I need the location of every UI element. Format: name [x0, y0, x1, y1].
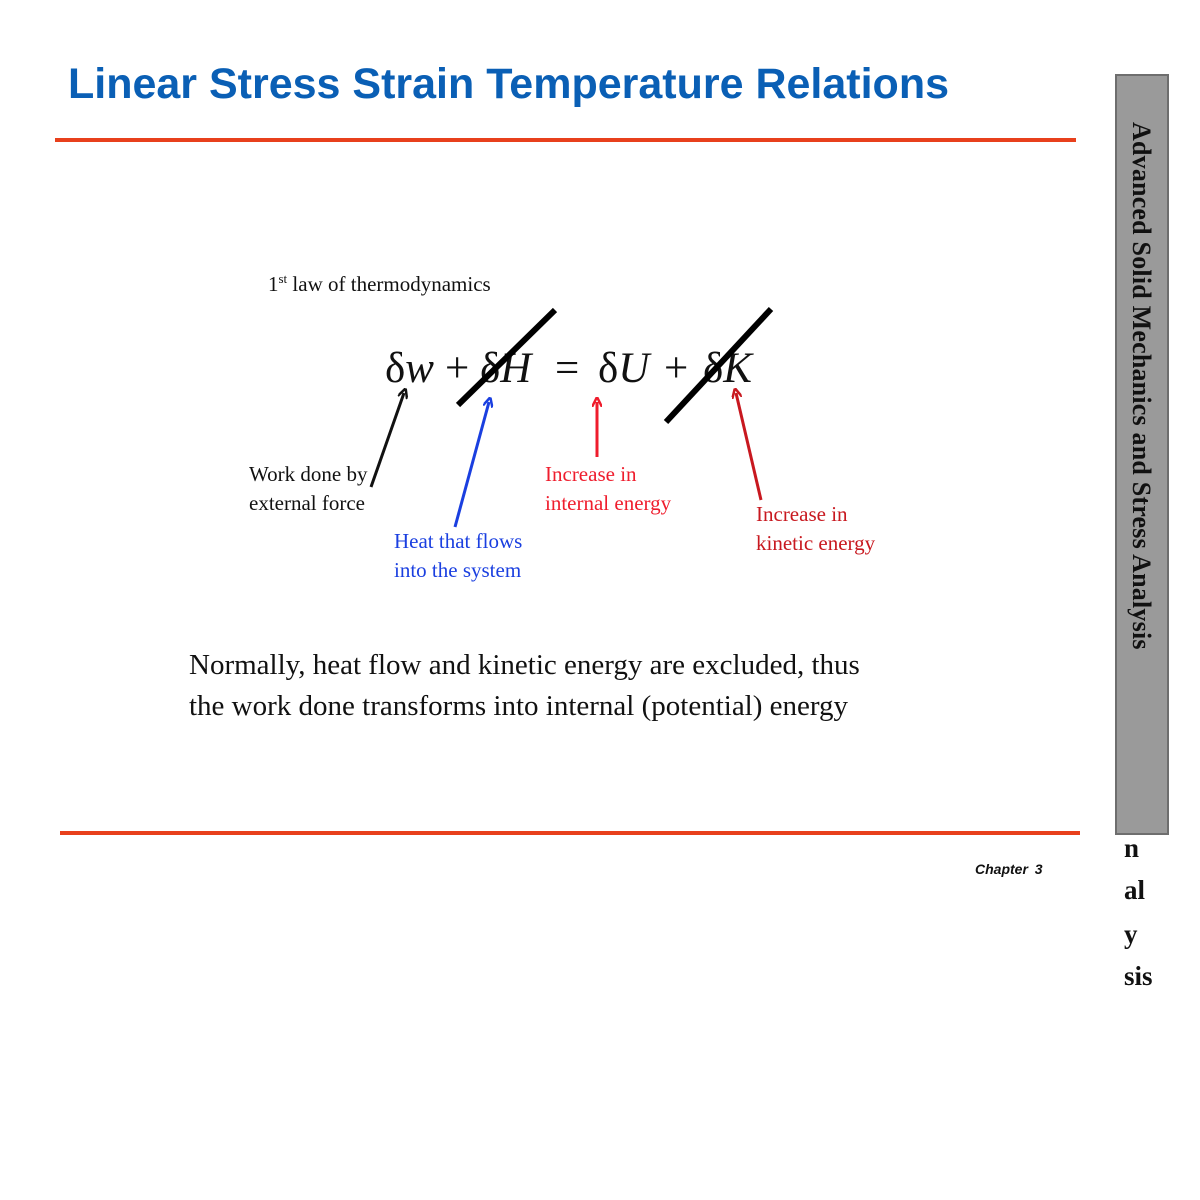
- law-caption-text: law of thermodynamics: [287, 272, 491, 296]
- course-title-vertical: Advanced Solid Mechanics and Stress Anal…: [1127, 122, 1156, 650]
- equation-delta-u: δU: [598, 345, 650, 392]
- law-caption: 1st law of thermodynamics: [268, 270, 491, 298]
- equation-equals: =: [555, 345, 580, 392]
- chapter-label: Chapter 3: [975, 861, 1043, 877]
- arrow-kinetic: [736, 393, 763, 501]
- sidebar-overflow-line-2: al: [1124, 875, 1146, 905]
- law-caption-number: 1: [268, 272, 279, 296]
- label-work-done: Work done by external force: [249, 462, 368, 515]
- strike-heat-term: [455, 307, 558, 408]
- footer-divider: [60, 831, 1080, 835]
- sidebar-overflow-line-3: y: [1124, 919, 1138, 949]
- equation-delta-w: δw: [385, 345, 434, 392]
- strike-kinetic-term: [663, 306, 774, 425]
- law-caption-ordinal: st: [278, 271, 288, 286]
- course-sidebar: [1115, 74, 1169, 835]
- arrow-work: [369, 393, 404, 488]
- equation-delta-h: δH: [480, 345, 532, 392]
- slide-title: Linear Stress Strain Temperature Relatio…: [68, 60, 949, 108]
- title-divider: [55, 138, 1076, 142]
- sidebar-overflow-line-4: sis: [1124, 961, 1153, 991]
- label-internal-energy: Increase in internal energy: [545, 462, 672, 515]
- arrow-heat: [453, 402, 489, 528]
- equation-plus-2: +: [664, 345, 689, 392]
- label-kinetic-energy: Increase in kinetic energy: [756, 502, 876, 555]
- label-heat-flow: Heat that flows into the system: [394, 529, 523, 582]
- equation-plus-1: +: [445, 345, 470, 392]
- conclusion-text: Normally, heat flow and kinetic energy a…: [189, 649, 860, 722]
- sidebar-overflow-line-1: n: [1124, 833, 1140, 863]
